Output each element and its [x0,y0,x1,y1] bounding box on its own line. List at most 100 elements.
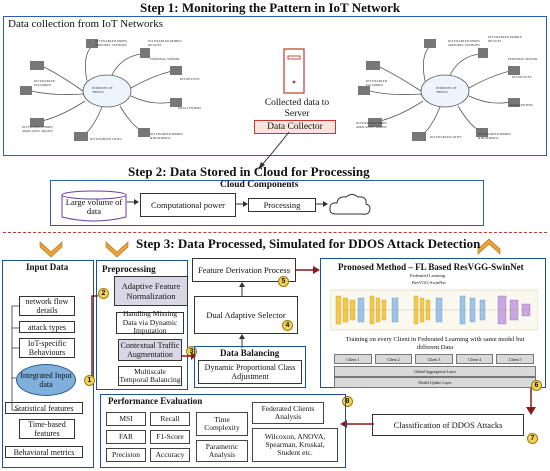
step2-title: Step 2: Data Stored in Cloud for Process… [128,164,370,179]
client-box-3: Client 3 [415,354,453,364]
proposed-to-classification-arrow [526,388,536,415]
iot-label-left-3: INTERNET OF THINGS [92,86,113,94]
chevron-up-icon [477,238,501,255]
contextual-augmentation-box: Contextual Traffic Augmentation [118,339,182,361]
metric-accuracy: Accuracy [150,448,190,462]
iot-label-left-2: IOT ENABLED FACTORIES [34,79,55,87]
attack-types-box: attack types [19,321,75,333]
metric-far: FAR [106,430,146,444]
client-box-5: Client 5 [496,354,534,364]
resvgg-swinnet-label: ResVGG-SwinNet [412,280,446,285]
cloud-components-title: Cloud Components [220,180,299,190]
data-collector-box: Data Collector [254,120,336,134]
computational-power-box: Computational power [140,193,236,217]
selector-to-derivation-arrow [239,282,245,296]
model-architecture-diagram [330,289,538,331]
statistical-features-box: Statistical features [5,402,83,414]
step-marker-1: 1 [84,375,95,386]
metric-time-complexity: Time Complexity [196,412,248,436]
behavioral-metrics-box: Behavioral metrics [5,446,83,458]
chevron-down-icon [39,241,63,258]
step-marker-7: 7 [527,433,538,444]
iot-network-left-diagram [20,39,182,141]
step3-separator [3,232,547,233]
client-row: Client 1 Client 2 Client 3 Client 4 Clie… [334,354,534,364]
integrated-input-ellipse: Integrated Input data [16,364,76,396]
iot-label-right-6: DATA CENTERS [510,103,534,107]
large-volume-label: Large volume of data [65,197,123,216]
time-based-features-box: Time-based features [19,419,75,439]
iot-label-right-5: IOT DEVICES [512,75,532,79]
iot-label-left-1: IOT ENABLED MOBILE DEVICES [148,39,182,47]
processing-to-cloud-arrow [316,201,328,207]
db-to-compute-arrow [127,199,139,205]
cloud-icon [329,194,371,215]
metric-parametric: Parametric Analysis [196,440,248,462]
iot-label-left-5: IOT DEVICES [180,77,200,81]
step-marker-8: 8 [342,396,353,407]
iot-label-left-7: IOT ENABLED SHIPS, AIRPLANES, TRAINS [22,125,54,133]
step-marker-5: 5 [278,276,289,287]
iot-label-right-9: IOT ENABLED HOMES & BUILDINGS [478,132,511,140]
multiscale-balancing-box: Multiscale Temporal Balancing [118,366,182,386]
client-box-1: Client 1 [334,354,372,364]
derivation-to-proposed-arrow [296,266,320,274]
iot-label-left-8: IOT ENABLED CITIES [90,137,122,141]
step3-title: Step 3: Data Processed, Simulated for DD… [136,236,481,251]
input-data-panel [2,260,94,468]
iot-label-left-4: PERSONAL SENSOR [150,57,180,61]
data-balancing-title: Data Balancing [220,348,280,358]
performance-panel [100,394,346,468]
proposed-method-title: Pronosed Method – FL Based ResVGG-SwinNe… [338,262,524,272]
performance-title: Performance Evaluation [108,396,203,406]
iot-label-left-9: IOT ENABLED HOMES & BUILDINGS [150,132,183,140]
input-data-title: Input Data [26,262,69,272]
step1-title: Step 1: Monitoring the Pattern in IoT Ne… [140,0,401,15]
network-flow-box: network flow details [19,296,75,316]
iot-label-right-4: PERSONAL SENSOR [508,57,538,61]
step2-frame [50,180,484,226]
database-icon [61,190,127,222]
iot-label-right-7: IOT ENABLED SHIPS, AIRPLANES, TRAINS [356,121,388,129]
step-marker-2: 2 [98,288,109,299]
metric-precision: Precision [106,448,146,462]
iot-label-left-6: DATA CENTERS [178,106,202,110]
data-balancing-panel [194,346,306,388]
input-bracket-lines [11,305,19,411]
processing-box: Processing [248,198,316,212]
preprocessing-panel [96,260,188,390]
iot-label-right-3: INTERNET OF THINGS [436,86,457,94]
iot-label-right-0: IOT ENABLED SHOPS, AIRPORTS, STATIONS [448,39,481,47]
step1-subtitle: Data collection from IoT Networks [8,18,163,30]
adaptive-normalization-box: Adaptive Feature Normalization [114,276,188,306]
model-update-layer: Model Update Layer [334,377,536,388]
preproc-to-balancing-arrow [182,352,196,360]
step-marker-6: 6 [531,380,542,391]
dynamic-class-adjustment-box: Dynamic Proportional Class Adjustment [198,360,302,384]
iot-label-left-0: IOT ENABLED SHOPS, AIRPORTS, STATIONS [95,39,128,47]
metric-f1: F1-Score [150,430,190,444]
iot-specific-box: IoT-specific Behaviours [19,338,75,358]
dual-adaptive-selector-box: Dual Adaptive Selector [194,296,298,334]
step-marker-4: 4 [282,320,293,331]
collected-data-label: Collected data to Server [264,98,330,119]
collector-to-cloud-arrow [258,131,290,170]
client-box-2: Client 2 [374,354,413,364]
federated-learning-label: Federated Learning [410,273,446,278]
federated-clients-box: Federated Clients Analysis [252,402,324,424]
iot-label-right-8: IOT ENABLED CITIES [430,135,462,139]
stat-tests-box: Wilcoxon, ANOVA, Spearman, Kruskal, Stud… [252,428,338,462]
server-icon [283,48,305,94]
step1-frame [3,16,547,156]
chevron-down-icon-2 [105,241,129,258]
metric-msi: MSI [106,412,146,426]
preprocessing-title: Preprocessing [102,264,156,274]
classification-box: Classification of DDOS Attacks [372,414,524,436]
iot-label-right-2: IOT ENABLED FACTORIES [366,79,387,87]
metric-recall: Recall [150,412,190,426]
iot-label-right-1: IOT ENABLED MOBILE DEVICES [488,35,522,43]
handling-missing-box: Handling Missing Data via Dynamic Imputa… [116,310,184,335]
client-box-4: Client 4 [455,354,494,364]
training-text: Training on every Client in Federated Le… [345,336,525,351]
global-aggregation-layer: Global Aggregation Layer [334,366,536,377]
